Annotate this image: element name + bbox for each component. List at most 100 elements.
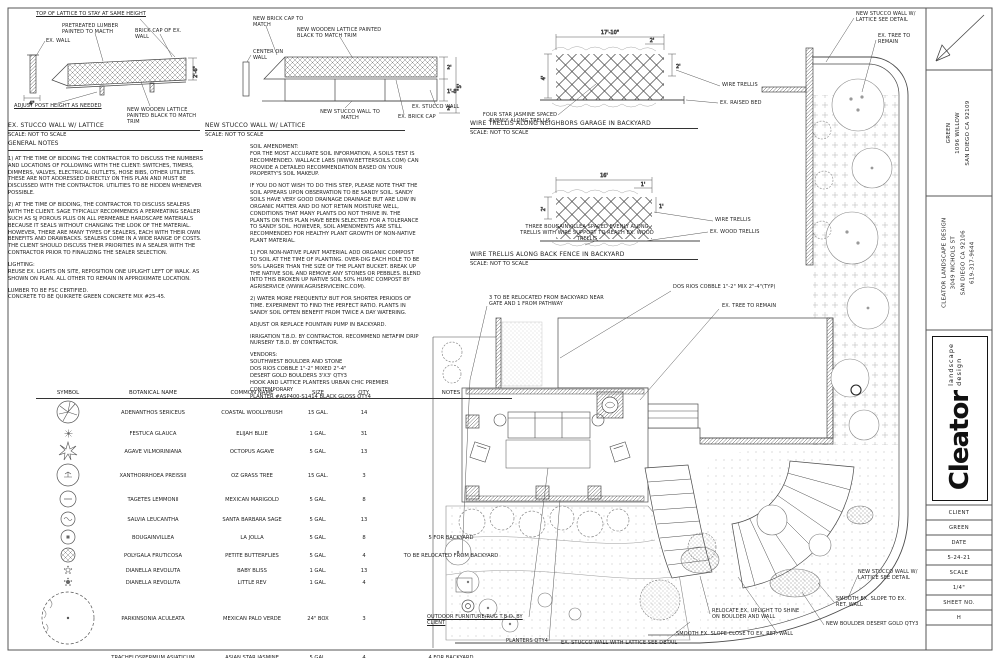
d1-label-lattice: NEW WOODEN LATTICE PAINTED BLACK TO MATC… [127, 107, 197, 126]
d2-dim-lattice: 2' [447, 65, 452, 71]
soil-note-3: 1) FOR NON-NATIVE PLANT MATERIAL ADD ORG… [250, 250, 421, 291]
callout-ex-tree-mid: EX. TREE TO REMAIN [722, 303, 777, 309]
firm-info-box: CLEATOR LANDSCAPE DESIGN 3049 NICHOLS ST… [926, 196, 992, 330]
d2-dim-base: 2' [447, 106, 452, 112]
vendor-3: DESERT GOLD BOULDERS 3'X3' QTY3 [250, 372, 347, 379]
soil-note-2: IF YOU DO NOT WISH TO DO THIS STEP, PLEA… [250, 183, 419, 245]
d3-dim-width: 17'-10" [601, 30, 619, 36]
logo-name: Cleator [945, 390, 975, 490]
col-botanical: BOTANICAL NAME [100, 388, 206, 399]
lighting-heading: LIGHTING: [8, 261, 35, 268]
d1-label-top: TOP OF LATTICE TO STAY AT SAME HEIGHT [36, 11, 146, 17]
detail-1-title: EX. STUCCO WALL W/ LATTICE [8, 122, 200, 131]
outdoor-furniture-symbols [469, 411, 631, 469]
detail-1-scale: SCALE: NOT TO SCALE [8, 132, 67, 138]
d2-dim-wall: 1'-8" [447, 89, 459, 95]
general-note-1: 1) AT THE TIME OF BIDDING THE CONTRACTOR… [8, 155, 203, 197]
detail-2-title: NEW STUCCO WALL W/ LATTICE [205, 122, 405, 131]
callout-planters: PLANTERS QTY4 [506, 638, 549, 644]
d2-label-wall: NEW STUCCO WALL TO MATCH [320, 109, 380, 122]
d2-label-exwall: EX. STUCCO WALL [412, 104, 460, 110]
lumber-note: LUMBER TO BE FSC CERTIFIED. [8, 287, 89, 294]
detail-new-stucco-wall-drawing: 2' 1'-8" 5' 2' [242, 25, 463, 115]
little-rev-icon [63, 577, 73, 586]
callout-new-wall-top: NEW STUCCO WALL W/ LATTICE SEE DETAIL [856, 11, 916, 24]
elijah-blue-icon [64, 429, 72, 437]
concrete-note: CONCRETE TO BE QUIKRETE GREEN CONCRETE M… [8, 294, 166, 301]
plant-symbols-right-bed [812, 78, 893, 441]
detail-3-scale: SCALE: NOT TO SCALE [470, 130, 529, 136]
d3-label-bed: EX. RAISED BED [720, 100, 762, 106]
santa-barbara-sage-icon [60, 511, 76, 527]
d3-label-jasmine: FOUR STAR JASMINE SPACED EVENLY ALONG TR… [482, 112, 558, 125]
d3-dim-height: 4' [541, 76, 547, 81]
vendors-heading: VENDORS: [250, 352, 278, 359]
project-address: 1096 WILLOW [955, 112, 962, 154]
plant-symbols-left-bed [441, 341, 630, 633]
d3-label-wire: WIRE TRELLIS [722, 82, 758, 88]
callout-relocate: 3 TO BE RELOCATED FROM BACKYARD NEAR GAT… [489, 295, 604, 308]
d4-label-wood: EX. WOOD TRELLIS [710, 229, 760, 235]
col-notes: NOTES [390, 388, 512, 399]
firm-city: SAN DIEGO CA 92106 [960, 230, 966, 296]
d1-label-exwall: EX. WALL [46, 38, 71, 44]
detail-wire-trellis-fence-drawing: 16' 1' 2' 1' [540, 173, 714, 247]
callout-ex-wall: EX. STUCCO WALL WITH LATTICE SEE DETAIL [561, 640, 678, 646]
d2-label-center: CENTER ON WALL [253, 49, 284, 62]
d1-label-cap: BRICK CAP OF EX. WALL [135, 28, 182, 41]
d4-label-wire: WIRE TRELLIS [715, 217, 751, 223]
field-client-value: GREEN [948, 524, 970, 531]
d1-dim-height: 2'-6" [193, 66, 199, 78]
detail-wire-trellis-garage-drawing: 17'-10" 2' 2' 4' [540, 30, 721, 116]
irrigation-note: IRRIGATION T.B.D. BY CONTRACTOR. RECOMME… [250, 333, 419, 347]
d2-label-cap: NEW BRICK CAP TO MATCH [253, 16, 304, 29]
d4-dim-right: 1' [659, 204, 664, 210]
callout-furniture: OUTDOOR FURNITURE/RUG T.B.D. BY CLIENT [427, 614, 523, 627]
col-qty: QTY. [338, 388, 390, 399]
d3-dim-right: 2' [676, 64, 681, 70]
north-arrow-icon [935, 14, 985, 62]
col-size: SIZE [298, 388, 338, 399]
firm-phone: 619-317-9644 [969, 241, 976, 285]
mexican-palo-verde-icon [41, 591, 95, 645]
soil-note-4: 2) WATER MORE FREQUENTLY BUT FOR SHORTER… [250, 296, 412, 316]
firm-name: CLEATOR LANDSCAPE DESIGN [941, 217, 948, 309]
vendor-1: SOUTHWEST BOULDER AND STONE [250, 359, 343, 366]
logo-tagline: landscape design [947, 342, 963, 386]
baby-bliss-icon [63, 565, 73, 574]
field-scale-value: 1/4" [952, 584, 966, 591]
plant-table-header-row: SYMBOL BOTANICAL NAME COMMON NAME SIZE Q… [36, 388, 512, 399]
d2-dim-total: 5' [457, 84, 463, 89]
d2-label-lattice: NEW WOODEN LATTICE PAINTED BLACK TO MATC… [297, 27, 382, 40]
d4-label-vine: THREE BOUGAINVILLEA SPACED EVENLY ALONG … [520, 224, 654, 243]
field-client-label: CLIENT [948, 509, 970, 516]
d4-dim-height: 2' [541, 207, 547, 212]
fountain-note: ADJUST OR REPLACE FOUNTAIN PUMP IN BACKY… [250, 321, 387, 328]
detail-4-title: WIRE TRELLIS ALONG BACK FENCE IN BACKYAR… [470, 251, 698, 260]
site-plan-drawing [432, 17, 909, 648]
callout-smooth-slope: SMOOTH EX. SLOPE TO EX. RET. WALL [836, 596, 907, 609]
callout-cobble: DOS RIOS COBBLE 1"-2" MIX 2"-4"(TYP) [673, 284, 776, 290]
detail-ex-stucco-wall-drawing: 2'-6" 4" [23, 18, 199, 107]
d1-label-lumber: PRETREATED LUMBER PAINTED TO MACTH [62, 23, 119, 36]
coastal-woollybush-icon [56, 400, 80, 424]
callout-new-wall-bottom: NEW STUCCO WALL W/ LATTICE SEE DETAIL [858, 569, 918, 582]
callout-uplight: RELOCATE EX. UPLIGHT TO SHINE ON BOULDER… [712, 608, 800, 621]
detail-1-title-block: EX. STUCCO WALL W/ LATTICE SCALE: NOT TO… [8, 122, 200, 138]
field-sheet-label: SHEET NO. [943, 599, 975, 606]
general-notes-title: GENERAL NOTES [8, 140, 203, 151]
field-scale-label: SCALE [949, 569, 969, 576]
field-date-value: 5-24-21 [947, 554, 971, 561]
callout-leaders [461, 17, 877, 644]
field-sheet-value: H [956, 614, 962, 621]
col-common: COMMON NAME [206, 388, 298, 399]
soil-note-1: FOR THE MOST ACCURATE SOIL INFORMATION, … [250, 150, 419, 178]
